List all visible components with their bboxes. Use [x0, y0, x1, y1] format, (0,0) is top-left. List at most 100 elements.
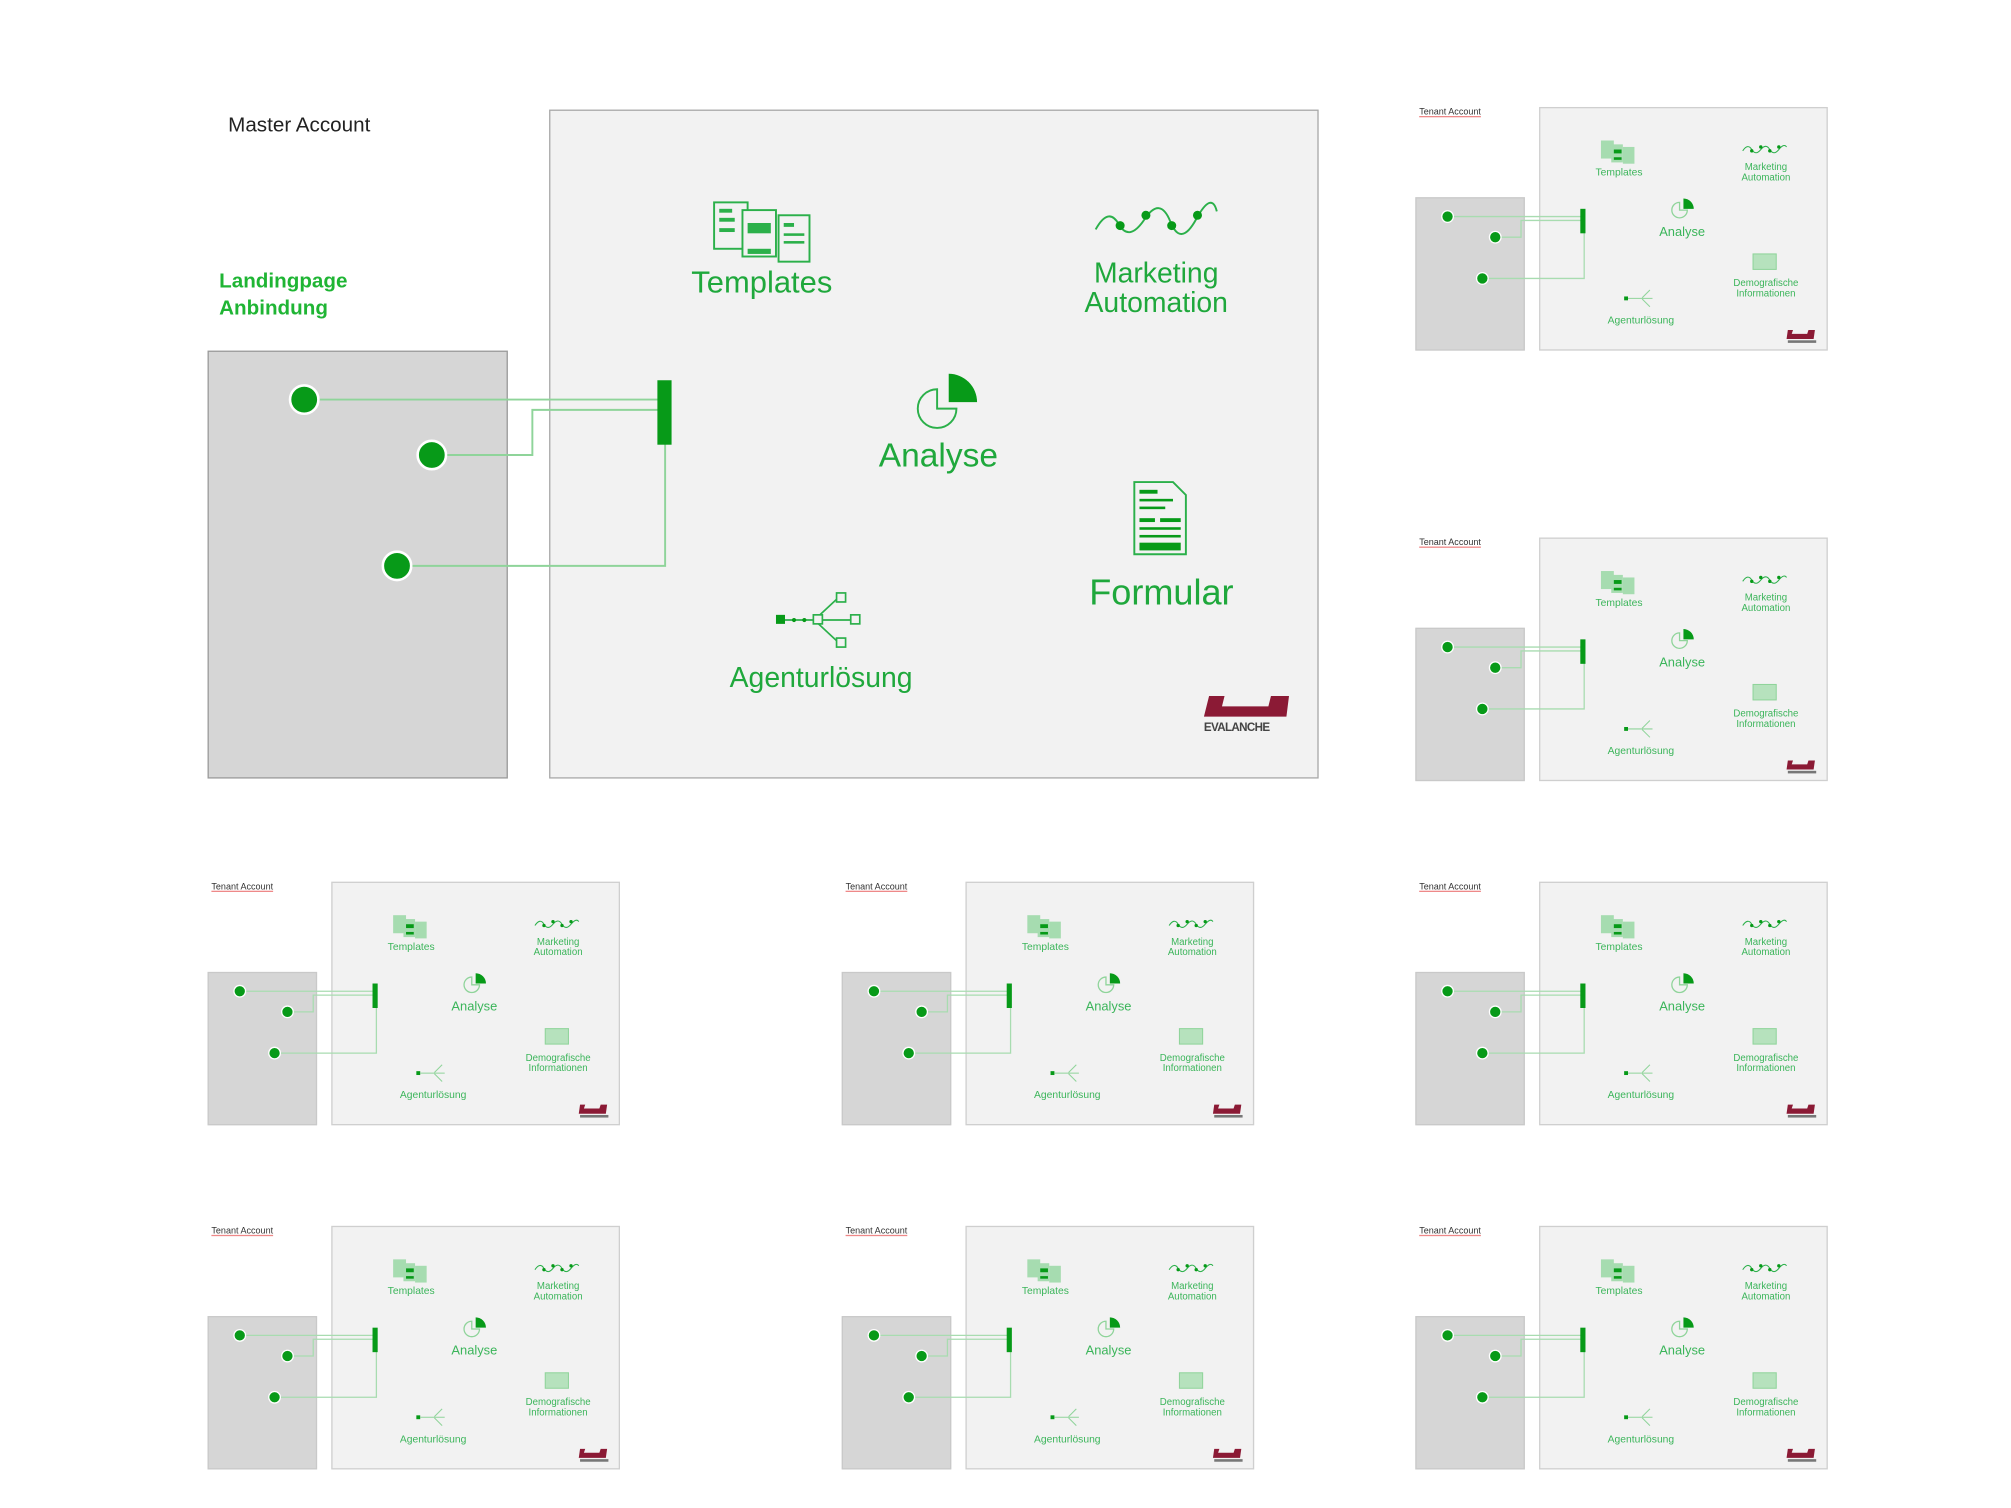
master-account-title: Master Account	[228, 114, 371, 137]
connection-point[interactable]	[416, 439, 448, 471]
master-account-box	[549, 109, 1319, 779]
tenant-demo-line1: Demografische	[1733, 1395, 1799, 1408]
tenant-connection-point[interactable]	[867, 1328, 881, 1342]
tenant-connection-point[interactable]	[1488, 230, 1502, 244]
tenant-connection-point[interactable]	[902, 1390, 916, 1404]
tenant-landingpage-box	[1415, 627, 1525, 782]
tenant-demo-line2: Informationen	[1736, 1062, 1796, 1074]
tenant-account-title: Tenant Account	[845, 882, 908, 892]
tenant-connection-point[interactable]	[1488, 661, 1502, 675]
tenant-feature-analyse: Analyse	[451, 1000, 498, 1015]
tenant-feature-analyse: Analyse	[1659, 225, 1706, 240]
tenant-feature-agenturloesung: Agenturlösung	[1607, 1089, 1675, 1101]
tenant-demo-line2: Informationen	[1736, 287, 1796, 300]
tenant-connection-point[interactable]	[1488, 1005, 1502, 1019]
tenant-marketing-line2: Automation	[1741, 1290, 1791, 1302]
tenant-connection-point[interactable]	[1475, 1390, 1489, 1404]
tenant-feature-analyse: Analyse	[1659, 1000, 1706, 1015]
tenant-connection-point[interactable]	[1488, 1349, 1502, 1363]
tenant-feature-templates: Templates	[387, 1285, 435, 1297]
tenant-marketing-line2: Automation	[1741, 171, 1791, 184]
tenant-feature-analyse: Analyse	[1659, 656, 1706, 671]
tenant-connection-point[interactable]	[1441, 1328, 1454, 1342]
tenant-connection-point[interactable]	[915, 1349, 929, 1363]
tenant-marketing-line1: Marketing	[1744, 591, 1788, 604]
feature-marketing-line2: Automation	[1084, 286, 1228, 319]
tenant-connection-point[interactable]	[1475, 1046, 1489, 1060]
tenant-account-title: Tenant Account	[1419, 538, 1481, 548]
feature-formular: Formular	[1089, 572, 1234, 613]
agentur-network-icon	[775, 592, 861, 648]
tenant-connector-lines	[1447, 1259, 1817, 1462]
tenant-demo-line2: Informationen	[528, 1062, 588, 1074]
tenant-connection-point[interactable]	[233, 984, 247, 998]
feature-templates: Templates	[691, 265, 833, 301]
tenant-connection-point[interactable]	[867, 984, 881, 998]
connection-point[interactable]	[288, 384, 320, 416]
tenant-account-title: Tenant Account	[1419, 882, 1481, 892]
tenant-account-title: Tenant Account	[845, 1227, 908, 1237]
tenant-account-title: Tenant Account	[1419, 1227, 1481, 1237]
tenant-connection-point[interactable]	[1475, 271, 1489, 285]
tenant-feature-analyse: Analyse	[1085, 1000, 1132, 1015]
tenant-feature-templates: Templates	[1595, 1285, 1643, 1297]
tenant-demo-line1: Demografische	[1733, 277, 1799, 289]
tenant-feature-agenturloesung: Agenturlösung	[1607, 314, 1675, 327]
tenant-connector-lines	[873, 915, 1243, 1118]
tenant-connection-point[interactable]	[281, 1349, 294, 1363]
tenant-landingpage-box	[207, 1316, 318, 1470]
tenant-connector-lines	[239, 1259, 609, 1462]
tenant-marketing-line2: Automation	[533, 1290, 583, 1302]
tenant-connection-point[interactable]	[1441, 210, 1454, 223]
tenant-landingpage-box	[841, 1316, 952, 1470]
tenant-feature-templates: Templates	[387, 940, 435, 953]
tenant-connector-lines	[1447, 571, 1817, 774]
templates-icon	[713, 201, 811, 263]
tenant-connection-point[interactable]	[233, 1328, 247, 1342]
tenant-feature-agenturloesung: Agenturlösung	[399, 1433, 467, 1445]
tenant-connection-point[interactable]	[915, 1005, 929, 1019]
tenant-connection-point[interactable]	[1475, 702, 1489, 716]
tenant-feature-templates: Templates	[1021, 940, 1069, 953]
tenant-demo-line1: Demografische	[1733, 707, 1799, 720]
feature-agenturloesung: Agenturlösung	[729, 661, 913, 694]
tenant-demo-line1: Demografische	[1159, 1051, 1225, 1064]
marketing-automation-icon	[1094, 201, 1218, 235]
feature-marketing-automation: Marketing Automation	[1085, 258, 1228, 317]
tenant-feature-agenturloesung: Agenturlösung	[1034, 1433, 1101, 1445]
analyse-icon	[916, 373, 978, 429]
tenant-connection-point[interactable]	[1441, 984, 1454, 998]
connector-bar	[657, 380, 672, 445]
tenant-connection-point[interactable]	[902, 1046, 916, 1060]
tenant-connector-lines	[1447, 140, 1817, 343]
tenant-connection-point[interactable]	[268, 1046, 282, 1060]
tenant-landingpage-box	[1415, 971, 1525, 1126]
tenant-marketing-line1: Marketing	[536, 1279, 580, 1292]
tenant-connection-point[interactable]	[281, 1005, 294, 1019]
connection-point[interactable]	[381, 550, 413, 582]
tenant-connection-point[interactable]	[268, 1390, 282, 1404]
tenant-feature-analyse: Analyse	[1085, 1344, 1132, 1359]
tenant-marketing-line1: Marketing	[536, 935, 580, 948]
tenant-connection-point[interactable]	[1441, 640, 1454, 654]
tenant-demo-line2: Informationen	[528, 1406, 588, 1418]
tenant-marketing-line1: Marketing	[1744, 161, 1788, 173]
tenant-feature-analyse: Analyse	[451, 1344, 498, 1359]
